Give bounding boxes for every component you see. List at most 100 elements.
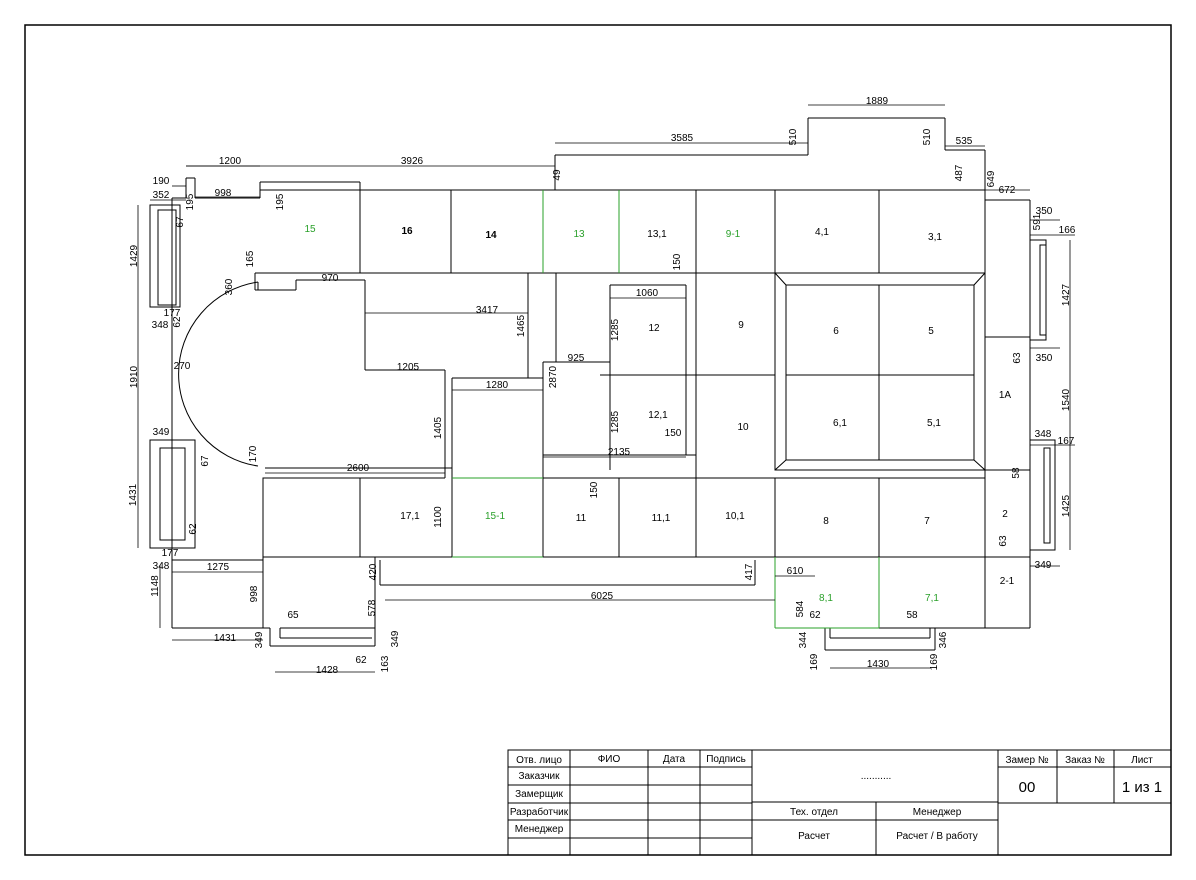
dimension-label: 352 (153, 190, 170, 201)
dimension-label: 165 (245, 250, 256, 267)
dimension-label: 591 (1032, 213, 1043, 230)
row-customer: Заказчик (518, 771, 560, 782)
room-label-16: 16 (401, 226, 413, 237)
dimension-label: 510 (788, 128, 799, 145)
dimension-label: 344 (798, 631, 809, 648)
dimension-label: 1200 (219, 156, 242, 167)
dimension-label: 510 (922, 128, 933, 145)
dimension-label: 1205 (397, 362, 420, 373)
dimension-lines (137, 104, 1075, 673)
room-label-4-1: 4,1 (815, 227, 829, 238)
dimension-label: 67 (200, 455, 211, 467)
green-partitions (452, 190, 880, 629)
dimension-label: 169 (809, 653, 820, 670)
dimension-label: 1148 (150, 575, 161, 597)
header-date: Дата (663, 754, 686, 765)
dimension-label: 1428 (316, 665, 339, 676)
row-developer: Разработчик (510, 806, 569, 818)
dimension-label: 420 (368, 563, 379, 580)
room-label-12: 12 (648, 323, 660, 334)
dimension-label: 2135 (608, 447, 631, 458)
row-measurer: Замерщик (515, 789, 563, 800)
dimension-label: 163 (380, 655, 391, 672)
dimension-label: 346 (938, 631, 949, 648)
dimension-label: 3585 (671, 133, 694, 144)
dimension-label: 348 (153, 561, 170, 572)
tech-department-label: Тех. отдел (790, 807, 838, 818)
room-label-6-1: 6,1 (833, 418, 847, 429)
dimension-label: 6025 (591, 591, 614, 602)
sheet-value: 1 из 1 (1122, 779, 1162, 796)
dimension-label: 177 (162, 548, 179, 559)
dimension-label: 1275 (207, 562, 230, 573)
dimension-label: 1429 (129, 244, 140, 267)
room-label-7-1: 7,1 (925, 593, 939, 604)
dimension-label: 1910 (129, 365, 140, 388)
dimension-label: 1405 (433, 416, 444, 439)
dimension-label: 360 (224, 278, 235, 295)
room-label-2-1: 2-1 (1000, 576, 1015, 587)
dimension-label: 167 (1058, 436, 1075, 447)
dimension-label: 2600 (347, 463, 370, 474)
calc-label: Расчет (798, 831, 830, 842)
dimension-label: 578 (367, 599, 378, 616)
dimension-labels: 1889 3585 510 510 535 487 649 672 350 59… (128, 96, 1076, 676)
dimension-label: 270 (174, 361, 191, 372)
dimension-label: 1430 (867, 659, 890, 670)
order-number-label: Заказ № (1065, 755, 1105, 766)
room-label-9-1: 9-1 (726, 229, 741, 240)
dimension-label: 58 (906, 610, 918, 621)
dimension-label: 1431 (128, 483, 139, 506)
dimension-label: 535 (956, 136, 973, 147)
room-label-12-1: 12,1 (648, 410, 668, 421)
dimension-label: 610 (787, 566, 804, 577)
dimension-label: 62 (809, 610, 821, 621)
room-label-11: 11 (576, 513, 587, 524)
dimension-label: 62 (188, 523, 199, 535)
room-label-7: 7 (924, 516, 930, 527)
dimension-label: 150 (589, 481, 600, 498)
project-name: ........... (861, 771, 892, 782)
dimension-label: 349 (1035, 560, 1052, 571)
dimension-label: 1427 (1061, 283, 1072, 306)
header-responsible: Отв. лицо (516, 755, 562, 766)
dimension-label: 925 (568, 353, 585, 364)
dimension-label: 487 (954, 164, 965, 181)
dimension-label: 190 (153, 176, 170, 187)
manager-label: Менеджер (913, 807, 962, 818)
measurement-number-label: Замер № (1005, 755, 1048, 766)
dimension-label: 166 (1059, 225, 1076, 236)
dimension-label: 1280 (486, 380, 509, 391)
dimension-label: 417 (744, 563, 755, 580)
room-label-1a: 1А (999, 390, 1012, 401)
dimension-label: 350 (1036, 206, 1053, 217)
dimension-label: 1060 (636, 288, 659, 299)
dimension-label: 1465 (516, 314, 527, 337)
room-label-13-1: 13,1 (647, 229, 667, 240)
dimension-label: 1285 (610, 318, 621, 341)
room-label-15: 15 (304, 224, 316, 235)
room-label-14: 14 (485, 230, 497, 241)
dimension-label: 350 (1036, 353, 1053, 364)
dimension-label: 177 (164, 308, 181, 319)
room-label-3-1: 3,1 (928, 232, 942, 243)
sheet-label: Лист (1131, 755, 1153, 766)
dimension-label: 195 (185, 193, 196, 210)
dimension-label: 49 (552, 169, 563, 181)
title-block: Отв. лицо ФИО Дата Подпись Заказчик Заме… (507, 749, 1172, 856)
dimension-label: 349 (153, 427, 170, 438)
dimension-label: 150 (672, 253, 683, 270)
dimension-label: 970 (322, 273, 339, 284)
dimension-label: 1540 (1061, 388, 1072, 411)
measurement-number-value: 00 (1019, 779, 1036, 796)
calc-work-label: Расчет / В работу (896, 830, 977, 842)
wall-outline (149, 117, 1056, 651)
room-label-5: 5 (928, 326, 934, 337)
dimension-label: 1425 (1061, 494, 1072, 517)
room-label-11-1: 11,1 (652, 513, 671, 524)
dimension-label: 998 (215, 188, 232, 199)
dimension-label: 67 (175, 216, 186, 228)
dimension-label: 169 (929, 653, 940, 670)
dimension-label: 170 (248, 445, 259, 462)
header-name: ФИО (598, 754, 621, 765)
